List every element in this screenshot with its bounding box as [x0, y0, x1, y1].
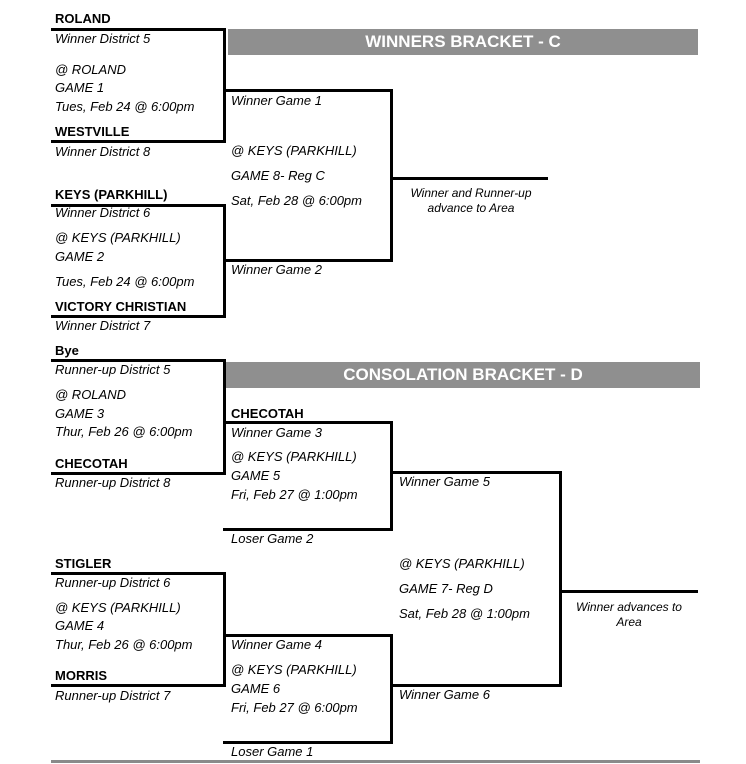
- team-victory-christian: VICTORY CHRISTIAN: [55, 299, 187, 314]
- bracket-connector: [223, 572, 226, 687]
- bracket-line: [559, 590, 698, 593]
- bracket-line: [51, 359, 226, 362]
- team-westville: WESTVILLE: [55, 124, 130, 139]
- seed-label: Runner-up District 5: [55, 362, 171, 377]
- bracket-connector: [559, 471, 562, 687]
- game-time: Sat, Feb 28 @ 6:00pm: [231, 193, 362, 208]
- bracket-connector: [390, 89, 393, 262]
- winners-bracket-banner: WINNERS BRACKET - C: [228, 29, 698, 55]
- game-site: @ KEYS (PARKHILL): [231, 662, 357, 677]
- bracket-connector: [390, 634, 393, 744]
- bracket-line: [223, 741, 393, 744]
- feeder-label: Loser Game 1: [231, 744, 314, 759]
- game-time: Fri, Feb 27 @ 6:00pm: [231, 700, 358, 715]
- game-site: @ ROLAND: [55, 62, 126, 77]
- feeder-label: Winner Game 4: [231, 637, 322, 652]
- game-number: GAME 5: [231, 468, 281, 483]
- game-number: GAME 6: [231, 681, 281, 696]
- game-site: @ KEYS (PARKHILL): [55, 230, 181, 245]
- feeder-label: Winner Game 2: [231, 262, 322, 277]
- bracket-line: [51, 572, 226, 575]
- team-morris: MORRIS: [55, 668, 107, 683]
- bracket-line: [390, 177, 548, 180]
- advance-note-line: advance to Area: [427, 201, 515, 215]
- game-site: @ KEYS (PARKHILL): [399, 556, 525, 571]
- feeder-label: Winner Game 3: [231, 425, 322, 440]
- team-stigler: STIGLER: [55, 556, 112, 571]
- game-time: Thur, Feb 26 @ 6:00pm: [55, 424, 193, 439]
- game-number: GAME 1: [55, 80, 105, 95]
- seed-label: Runner-up District 7: [55, 688, 171, 703]
- game-site: @ ROLAND: [55, 387, 126, 402]
- bracket-connector: [223, 359, 226, 475]
- team-checotah: CHECOTAH: [231, 406, 304, 421]
- advance-note: Winner advances to Area: [564, 600, 694, 630]
- bracket-line: [223, 421, 393, 424]
- team-checotah: CHECOTAH: [55, 456, 128, 471]
- bracket-line: [223, 259, 393, 262]
- bracket-line: [51, 140, 226, 143]
- bracket-line: [51, 472, 226, 475]
- feeder-label: Loser Game 2: [231, 531, 314, 546]
- advance-note: Winner and Runner-up advance to Area: [396, 186, 546, 216]
- bracket-connector: [390, 421, 393, 531]
- bottom-rule: [51, 760, 700, 763]
- feeder-label: Winner Game 1: [231, 93, 322, 108]
- seed-label: Winner District 6: [55, 205, 151, 220]
- game-number: GAME 4: [55, 618, 105, 633]
- bracket-line: [390, 471, 562, 474]
- game-time: Fri, Feb 27 @ 1:00pm: [231, 487, 358, 502]
- team-keys: KEYS (PARKHILL): [55, 187, 168, 202]
- feeder-label: Winner Game 5: [399, 474, 490, 489]
- consolation-bracket-title: CONSOLATION BRACKET - D: [343, 365, 583, 384]
- bracket-line: [223, 634, 393, 637]
- game-time: Tues, Feb 24 @ 6:00pm: [55, 274, 195, 289]
- game-site: @ KEYS (PARKHILL): [55, 600, 181, 615]
- feeder-label: Winner Game 6: [399, 687, 490, 702]
- bracket-line: [223, 89, 393, 92]
- game-number: GAME 2: [55, 249, 105, 264]
- bracket-line: [51, 684, 226, 687]
- seed-label: Winner District 7: [55, 318, 151, 333]
- game-number: GAME 8- Reg C: [231, 168, 325, 183]
- advance-note-line: Winner and Runner-up: [410, 186, 532, 200]
- advance-note-line: Winner advances to: [576, 600, 682, 614]
- game-number: GAME 3: [55, 406, 105, 421]
- bracket-line: [390, 684, 562, 687]
- team-roland: ROLAND: [55, 11, 111, 26]
- bracket-connector: [223, 28, 226, 143]
- team-bye: Bye: [55, 343, 79, 358]
- bracket-line: [51, 28, 226, 31]
- winners-bracket-title: WINNERS BRACKET - C: [365, 32, 561, 51]
- seed-label: Runner-up District 8: [55, 475, 171, 490]
- game-site: @ KEYS (PARKHILL): [231, 449, 357, 464]
- bracket-line: [51, 315, 226, 318]
- game-time: Sat, Feb 28 @ 1:00pm: [399, 606, 530, 621]
- seed-label: Runner-up District 6: [55, 575, 171, 590]
- game-time: Thur, Feb 26 @ 6:00pm: [55, 637, 193, 652]
- game-time: Tues, Feb 24 @ 6:00pm: [55, 99, 195, 114]
- advance-note-line: Area: [616, 615, 642, 629]
- seed-label: Winner District 5: [55, 31, 151, 46]
- game-site: @ KEYS (PARKHILL): [231, 143, 357, 158]
- bracket-line: [51, 204, 226, 207]
- seed-label: Winner District 8: [55, 144, 151, 159]
- consolation-bracket-banner: CONSOLATION BRACKET - D: [226, 362, 700, 388]
- game-number: GAME 7- Reg D: [399, 581, 493, 596]
- bracket-line: [223, 528, 393, 531]
